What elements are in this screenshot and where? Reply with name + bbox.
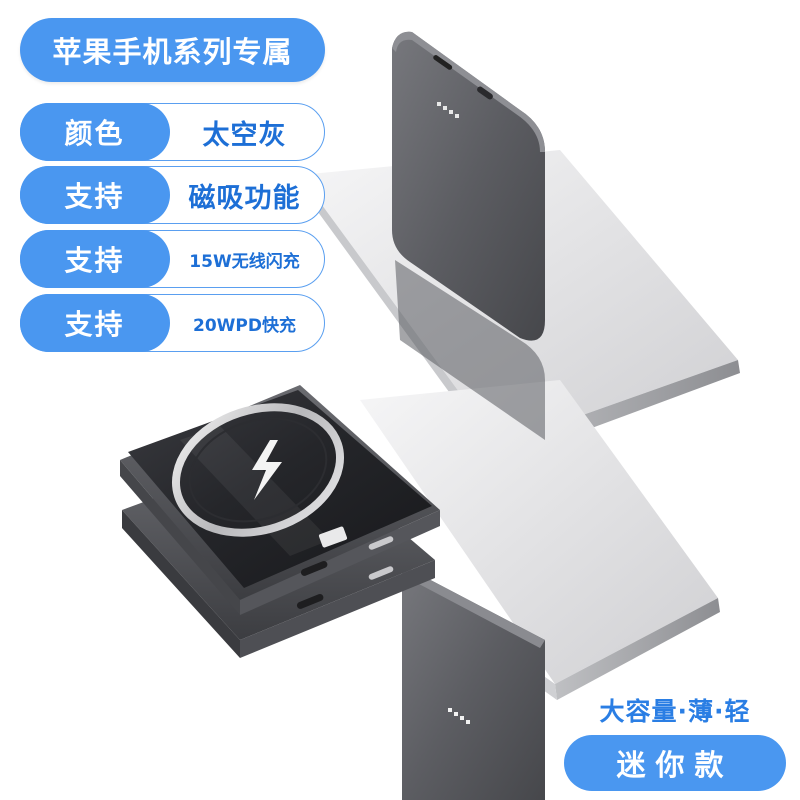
spec-value: 20WPD快充 (193, 315, 296, 336)
spec-label: 支持 (19, 229, 170, 288)
usb-c-port (296, 594, 324, 609)
usb-c-port (300, 561, 328, 576)
glass-top-panel (128, 390, 432, 588)
model-badge: 迷你款 (564, 735, 786, 791)
spec-row-pd: 支持 20WPD快充 (19, 293, 325, 352)
display-window (318, 526, 348, 548)
spec-value: 15W无线闪充 (189, 251, 300, 272)
spec-row-magnetic: 支持 磁吸功能 (19, 165, 325, 224)
spec-label: 颜色 (19, 102, 170, 161)
battery-indicator (448, 708, 470, 724)
page-title: 苹果手机系列专属 (20, 18, 325, 82)
lightning-bolt-icon (252, 440, 282, 500)
power-bank-stack (120, 385, 440, 658)
power-bank-lower (402, 565, 545, 800)
magnetic-ring (171, 403, 345, 537)
power-button (368, 536, 394, 550)
spec-row-wireless: 支持 15W无线闪充 (19, 229, 325, 288)
spec-label: 支持 (19, 293, 170, 352)
power-button (368, 566, 394, 580)
usb-c-port (433, 55, 453, 70)
spec-row-color: 颜色 太空灰 (19, 102, 325, 161)
feature-tagline: 大容量·薄·轻 (599, 697, 751, 726)
spec-label: 支持 (19, 165, 170, 224)
spec-value: 磁吸功能 (188, 182, 301, 214)
power-button (477, 86, 493, 100)
power-bank-upper (392, 31, 545, 440)
spec-value: 太空灰 (202, 119, 287, 151)
battery-indicator (437, 102, 459, 118)
